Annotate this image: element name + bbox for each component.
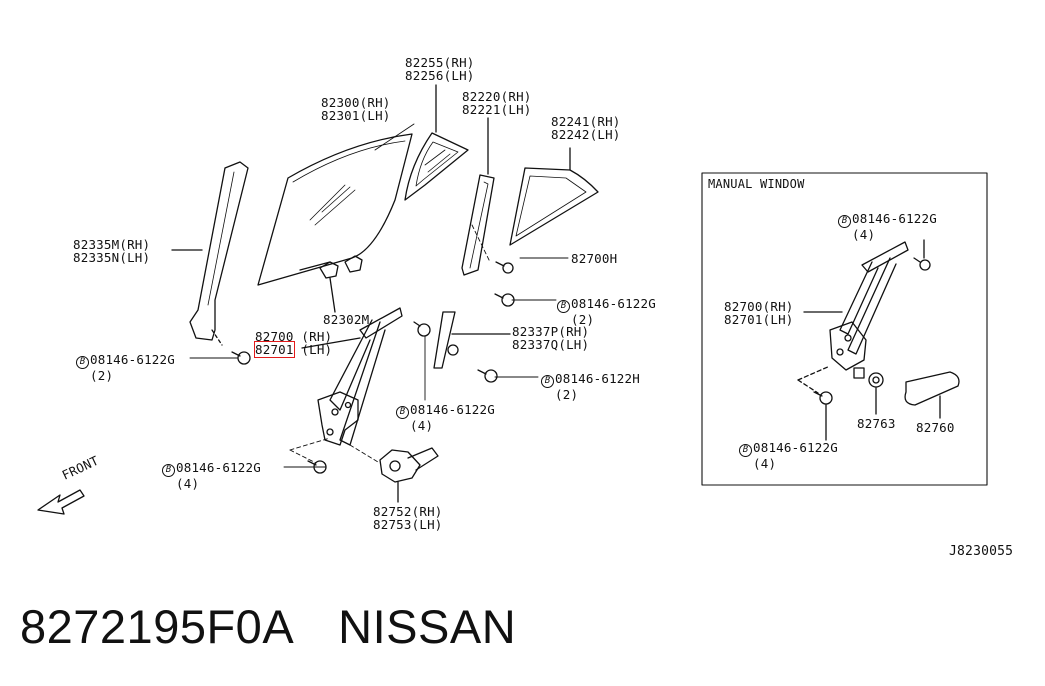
- label-82701-part-highlighted: 82701: [254, 341, 295, 358]
- label-82301-lh: 82301(LH): [321, 108, 391, 123]
- bolt-symbol-icon: B: [396, 406, 409, 419]
- manual-82700-rh: 82700(RH): [724, 299, 794, 314]
- bolt-h-part: 08146-6122H: [555, 371, 640, 386]
- label-82700-part: 82700: [255, 329, 294, 344]
- label-82221-lh: 82221(LH): [462, 102, 532, 117]
- label-manual-82760: 82760: [916, 420, 955, 435]
- label-82241-rh: 82241(RH): [551, 114, 621, 129]
- bolt-g-regulator-qty: (4): [410, 418, 434, 433]
- bolt-symbol-icon: B: [838, 215, 851, 228]
- manual-bolt-bottom-part: 08146-6122G: [753, 440, 838, 455]
- window-motor: [379, 447, 439, 503]
- diagram-code: J8230055: [949, 544, 1014, 559]
- brand-name: NISSAN: [338, 600, 517, 653]
- label-82256-lh: 82256(LH): [405, 68, 475, 83]
- leader-lines: [189, 123, 569, 468]
- label-82335n-lh: 82335N(LH): [73, 250, 151, 265]
- bolt-symbol-icon: B: [76, 356, 89, 369]
- bolt-symbol-icon: B: [557, 300, 570, 313]
- assembly-dashes: [289, 437, 379, 464]
- bolt-symbol-icon: B: [541, 375, 554, 388]
- label-82700h: 82700H: [571, 251, 618, 266]
- label-manual-82763: 82763: [857, 416, 896, 431]
- bolt-g-center-qty: (2): [571, 312, 595, 327]
- label-manual-82700: 82700(RH) 82701(LH): [724, 300, 794, 326]
- guide-channel: [433, 311, 511, 369]
- label-82241: 82241(RH) 82242(LH): [551, 115, 621, 141]
- quarter-glass: [404, 84, 469, 201]
- door-glass: [257, 133, 413, 286]
- label-82220: 82220(RH) 82221(LH): [462, 90, 532, 116]
- bolt-g-bottom-part: 08146-6122G: [176, 460, 261, 475]
- label-82337p-rh: 82337P(RH): [512, 324, 590, 339]
- bolt-g-regulator-part: 08146-6122G: [410, 402, 495, 417]
- label-82753-lh: 82753(LH): [373, 517, 443, 532]
- bolt-h-qty: (2): [555, 387, 579, 402]
- manual-window-box: [701, 172, 988, 486]
- front-sash: [171, 161, 249, 346]
- bolt-g-bottom-qty: (4): [176, 476, 200, 491]
- label-82255-rh: 82255(RH): [405, 55, 475, 70]
- label-82335: 82335M(RH) 82335N(LH): [73, 238, 150, 264]
- manual-bolt-top-qty: (4): [852, 227, 876, 242]
- label-82300: 82300(RH) 82301(LH): [321, 96, 391, 122]
- label-82700-side: (RH): [301, 329, 333, 344]
- part-number: 8272195F0A: [20, 600, 295, 653]
- bolt-symbol-icon: B: [162, 464, 175, 477]
- label-82337: 82337P(RH) 82337Q(LH): [512, 325, 589, 351]
- bolt-symbol-icon: B: [739, 444, 752, 457]
- label-82302m: 82302M: [323, 312, 370, 327]
- label-82335m-rh: 82335M(RH): [73, 237, 151, 252]
- rear-quarter-glass: [509, 147, 599, 246]
- rear-sash: [461, 117, 495, 276]
- label-82700-left: 82700 (RH) 82701 (LH): [254, 329, 333, 358]
- label-82300-rh: 82300(RH): [321, 95, 391, 110]
- front-arrow: [37, 489, 85, 515]
- label-82337q-lh: 82337Q(LH): [512, 337, 590, 352]
- manual-bolt-top-part: 08146-6122G: [852, 211, 937, 226]
- label-82255: 82255(RH) 82256(LH): [405, 56, 475, 82]
- bolt-g-left-part: 08146-6122G: [90, 352, 175, 367]
- label-82701-side: (LH): [301, 342, 333, 357]
- label-82752-rh: 82752(RH): [373, 504, 443, 519]
- bolt-g-center-part: 08146-6122G: [571, 296, 656, 311]
- footer-part-line: 8272195F0A NISSAN: [20, 600, 516, 654]
- label-82752: 82752(RH) 82753(LH): [373, 505, 443, 531]
- manual-bolt-bottom-qty: (4): [753, 456, 777, 471]
- label-82220-rh: 82220(RH): [462, 89, 532, 104]
- manual-82701-lh: 82701(LH): [724, 312, 794, 327]
- label-82242-lh: 82242(LH): [551, 127, 621, 142]
- glass-clips: [319, 255, 363, 313]
- bolt-g-left-qty: (2): [90, 368, 114, 383]
- manual-window-title: MANUAL WINDOW: [708, 177, 805, 191]
- window-regulator: [301, 307, 403, 446]
